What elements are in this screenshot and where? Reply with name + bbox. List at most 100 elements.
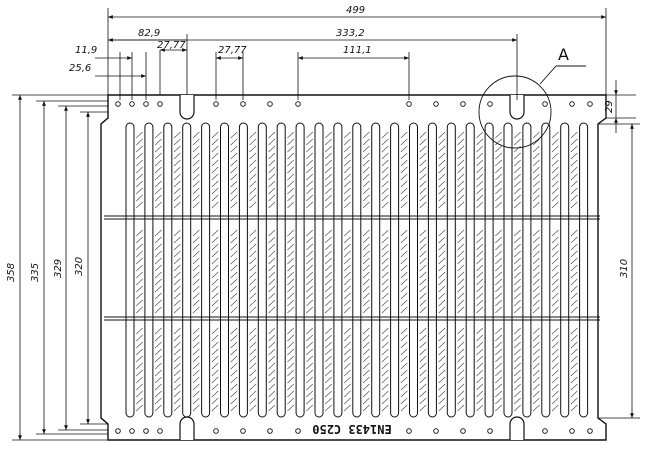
- hatch-line: [249, 166, 257, 174]
- hatch-line: [268, 271, 276, 279]
- hatch-line: [154, 152, 162, 160]
- hatch-line: [476, 131, 484, 139]
- hatch-line: [211, 285, 219, 293]
- hatch-line: [268, 397, 276, 405]
- hatch-line: [343, 292, 351, 300]
- hatch-line: [476, 306, 484, 314]
- hatch-line: [136, 292, 143, 300]
- hatch-line: [136, 341, 143, 349]
- hatch-line: [570, 362, 578, 370]
- hatch-line: [400, 341, 408, 349]
- hatch-line: [287, 341, 295, 349]
- hatch-line: [343, 341, 351, 349]
- hatch-line: [362, 271, 370, 279]
- hatch-line: [249, 201, 257, 209]
- hatch-line: [570, 383, 578, 391]
- hatch-line: [514, 278, 521, 286]
- hatch-line: [211, 278, 219, 286]
- hatch-line: [230, 285, 238, 293]
- grating-slot: [503, 122, 513, 418]
- hatch-line: [136, 285, 143, 293]
- hatch-line: [419, 201, 427, 209]
- hatch-line: [551, 369, 559, 377]
- bolt-hole: [295, 428, 301, 434]
- hatch-line: [362, 159, 370, 167]
- hatch-line: [532, 355, 540, 363]
- hatch-line: [570, 390, 578, 398]
- hatch-line: [400, 327, 408, 335]
- hatch-line: [400, 180, 408, 188]
- hatch-line: [306, 397, 313, 405]
- hatch-line: [495, 257, 502, 265]
- hatch-line: [400, 229, 408, 237]
- hatch-line: [192, 299, 200, 307]
- hatch-line: [570, 243, 578, 251]
- grating-slot: [295, 122, 305, 418]
- hatch-line: [514, 194, 521, 202]
- hatch-line: [362, 390, 370, 398]
- hatch-line: [570, 236, 578, 244]
- hatch-line: [419, 292, 427, 300]
- hatch-line: [154, 376, 162, 384]
- hatch-line: [343, 180, 351, 188]
- hatch-line: [419, 159, 427, 167]
- hatch-line: [419, 390, 427, 398]
- hatch-line: [551, 264, 559, 272]
- hatch-line: [514, 201, 521, 209]
- hatch-line: [230, 173, 238, 181]
- dim-h329: 329: [53, 259, 64, 278]
- hatch-line: [136, 355, 143, 363]
- hatch-line: [570, 327, 578, 335]
- hatch-line: [551, 131, 559, 139]
- hatch-line: [438, 187, 446, 195]
- hatch-line: [419, 278, 427, 286]
- hatch-line: [211, 187, 219, 195]
- hatch-line: [362, 236, 370, 244]
- hatch-line: [287, 229, 295, 237]
- hatch-line: [154, 278, 162, 286]
- hatch-line: [570, 271, 578, 279]
- hatch-line: [173, 243, 181, 251]
- hatch-line: [381, 376, 389, 384]
- hatch-line: [532, 383, 540, 391]
- hatch-line: [136, 271, 143, 279]
- hatch-line: [476, 257, 484, 265]
- hatch-line: [136, 159, 143, 167]
- hatch-line: [173, 341, 181, 349]
- hatch-line: [306, 271, 313, 279]
- hatch-line: [532, 404, 540, 412]
- hatch-line: [325, 383, 332, 391]
- hatch-line: [362, 292, 370, 300]
- hatch-line: [476, 404, 484, 412]
- hatch-line: [551, 138, 559, 146]
- hatch-line: [287, 348, 295, 356]
- hatch-line: [381, 355, 389, 363]
- hatch-line: [192, 243, 200, 251]
- hatch-line: [532, 264, 540, 272]
- hatch-line: [249, 271, 257, 279]
- notch-top-left: [179, 95, 195, 120]
- grating-slot: [144, 122, 154, 418]
- hatch-line: [400, 362, 408, 370]
- hatch-line: [325, 243, 332, 251]
- hatch-line: [173, 348, 181, 356]
- hatch-line: [249, 250, 257, 258]
- hatch-line: [570, 257, 578, 265]
- hatch-line: [325, 250, 332, 258]
- hatch-line: [306, 369, 313, 377]
- hatch-line: [419, 327, 427, 335]
- hatch-line: [362, 369, 370, 377]
- hatch-line: [570, 152, 578, 160]
- hatch-line: [514, 362, 521, 370]
- hatch-line: [343, 166, 351, 174]
- hatch-line: [495, 334, 502, 342]
- grating-slot: [579, 122, 589, 418]
- hatch-line: [476, 390, 484, 398]
- hatch-line: [532, 194, 540, 202]
- hatch-line: [419, 264, 427, 272]
- grating-slot: [125, 122, 135, 418]
- hatch-line: [287, 138, 295, 146]
- bolt-hole: [143, 101, 149, 107]
- hatch-line: [476, 383, 484, 391]
- hatch-line: [457, 152, 465, 160]
